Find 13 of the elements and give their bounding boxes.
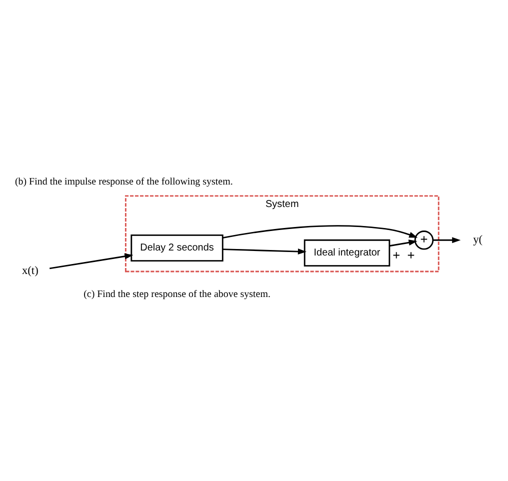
node-circle: +: [414, 230, 434, 250]
arrow: [433, 237, 461, 244]
arrow: [222, 248, 307, 255]
node-text: x(t): [22, 265, 38, 278]
arrow: [389, 240, 418, 247]
arrow: [222, 225, 418, 239]
diagram-title: (b) Find the impulse response of the following system.: [14, 176, 233, 188]
arrow: [49, 253, 134, 270]
node-box: Delay 2 seconds: [130, 234, 224, 262]
node-text: y(: [473, 234, 483, 246]
node-box: Ideal integrator: [304, 239, 390, 267]
caption: (c) Find the step response of the above system.: [84, 288, 270, 300]
node-label: + +: [392, 247, 415, 262]
